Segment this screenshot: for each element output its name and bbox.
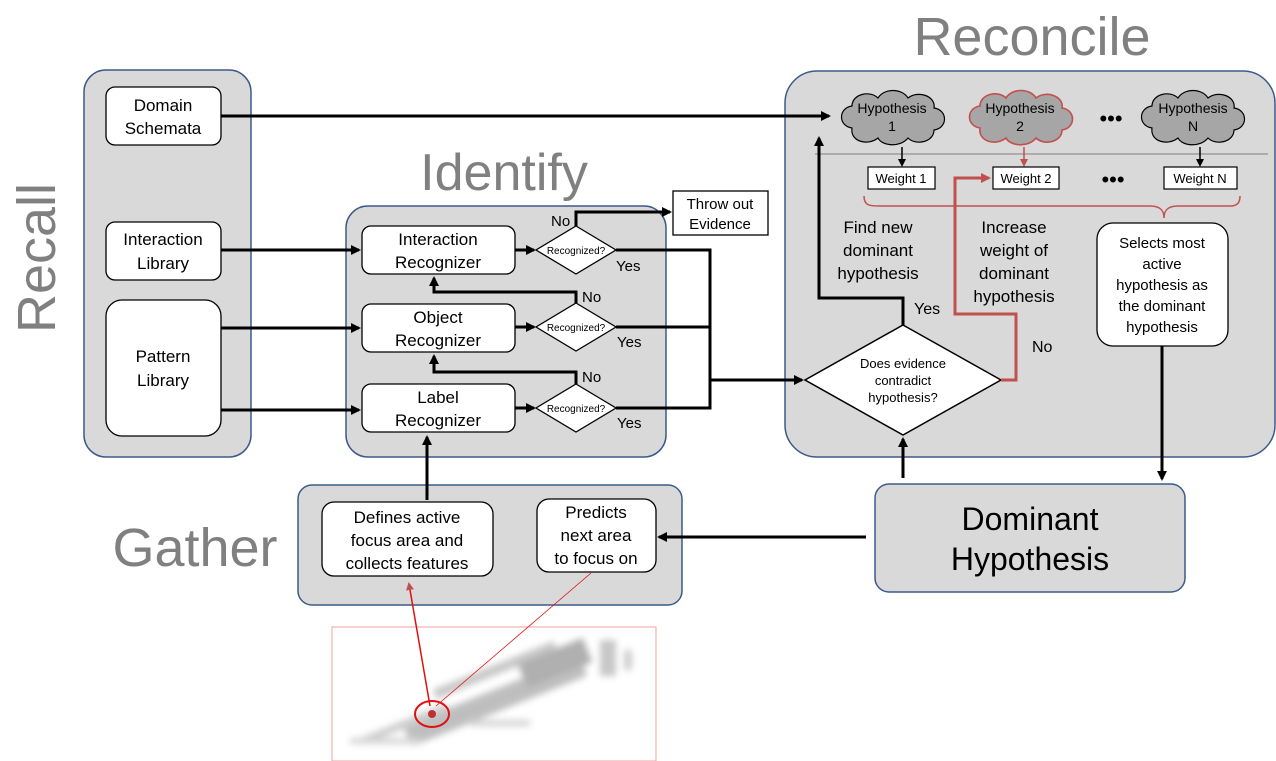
identify-no-3: No [582, 369, 601, 386]
hypothesis-1-line2: 1 [888, 118, 896, 134]
title-identify: Identify [420, 144, 588, 202]
hypothesis-cloud-n [1140, 89, 1246, 146]
dominant-hypothesis-line2: Hypothesis [951, 541, 1109, 577]
weight-2-box [992, 166, 1060, 190]
increase-weight-line1: Increase [981, 218, 1046, 237]
hypothesis-1-line1: Hypothesis [857, 100, 926, 116]
label-recognizer-line2: Recognizer [395, 411, 481, 430]
find-new-line1: Find new [844, 218, 914, 237]
reconcile-no: No [1032, 339, 1053, 356]
title-gather: Gather [112, 518, 277, 578]
object-recognizer-line2: Recognizer [395, 331, 481, 350]
blurred-sketch-image [331, 626, 657, 761]
increase-weight-line2: weight of [979, 241, 1048, 260]
hypothesis-ellipsis: ••• [1099, 106, 1122, 131]
increase-weight-line3: dominant [979, 264, 1049, 283]
pattern-library-line2: Library [137, 371, 189, 390]
increase-weight-arrow [953, 173, 1018, 382]
predicts-next-box [536, 498, 657, 573]
throw-out-line1: Throw out [687, 196, 755, 213]
decision-line3: hypothesis? [868, 390, 937, 405]
interaction-library-line1: Interaction [123, 230, 202, 249]
defines-line2: focus area and [351, 531, 463, 550]
increase-weight-line4: hypothesis [973, 287, 1054, 306]
identify-yes-2: Yes [617, 334, 641, 351]
defines-line1: Defines active [354, 508, 461, 527]
throw-out-line2: Evidence [689, 216, 751, 233]
recognized-label-2: Recognized? [547, 323, 606, 334]
dominant-hypothesis-line1: Dominant [962, 501, 1099, 537]
domain-schemata-line1: Domain [134, 96, 193, 115]
pattern-library-box [105, 299, 222, 437]
connectors [221, 111, 1167, 542]
recognized-diamond-3 [534, 383, 618, 433]
recognized-label-3: Recognized? [547, 404, 606, 415]
decision-line2: contradict [875, 373, 932, 388]
weight-n-box [1163, 166, 1238, 190]
weight-ellipsis: ••• [1101, 167, 1124, 192]
predicts-line1: Predicts [565, 503, 626, 522]
hypothesis-2-line2: 2 [1016, 118, 1024, 134]
title-reconcile: Reconcile [913, 7, 1150, 67]
predicts-line3: to focus on [554, 549, 637, 568]
predict-pointer-line [435, 572, 592, 707]
selects-most-line5: hypothesis [1126, 319, 1198, 336]
recognized-diamond-1 [534, 225, 618, 275]
selects-most-line4: the dominant [1119, 298, 1207, 315]
throw-out-evidence-box [672, 190, 769, 236]
hypothesis-cloud-1 [840, 89, 946, 146]
interaction-library-line2: Library [137, 254, 189, 273]
defines-line3: collects features [346, 554, 469, 573]
focus-pointer-arrow [406, 582, 431, 707]
label-recognizer-line1: Label [417, 388, 459, 407]
defines-focus-box [321, 501, 494, 577]
hypothesis-2-line1: Hypothesis [985, 100, 1054, 116]
hypothesis-n-line1: Hypothesis [1158, 100, 1227, 116]
title-recall: Recall [7, 183, 67, 333]
identify-no-2: No [582, 289, 601, 306]
hypothesis-cloud-2 [968, 89, 1074, 146]
weight-n-label: Weight N [1173, 171, 1226, 186]
interaction-recognizer-line2: Recognizer [395, 253, 481, 272]
find-new-line2: dominant [843, 241, 913, 260]
contradict-decision-diamond [803, 324, 1003, 436]
interaction-recognizer-line1: Interaction [398, 230, 477, 249]
selects-most-line3: hypothesis as [1116, 277, 1208, 294]
recognized-label-1: Recognized? [547, 246, 606, 257]
weights-brace [863, 195, 1241, 219]
find-new-line3: hypothesis [837, 264, 918, 283]
selects-most-line2: active [1142, 256, 1181, 273]
weight-2-label: Weight 2 [1000, 171, 1051, 186]
identify-yes-1: Yes [616, 258, 640, 275]
pattern-library-line1: Pattern [136, 347, 191, 366]
hypothesis-n-line2: N [1188, 118, 1198, 134]
identify-yes-3: Yes [617, 415, 641, 432]
identify-no-1: No [551, 213, 570, 230]
domain-schemata-line2: Schemata [125, 119, 202, 138]
selects-most-line1: Selects most [1119, 235, 1206, 252]
weight-1-box [867, 166, 936, 190]
predicts-line2: next area [561, 526, 632, 545]
decision-line1: Does evidence [860, 356, 946, 371]
reconcile-yes: Yes [914, 301, 940, 318]
recognized-diamond-2 [534, 302, 618, 352]
weight-1-label: Weight 1 [875, 171, 926, 186]
dominant-hypothesis-box [874, 483, 1186, 593]
object-recognizer-line1: Object [413, 308, 462, 327]
